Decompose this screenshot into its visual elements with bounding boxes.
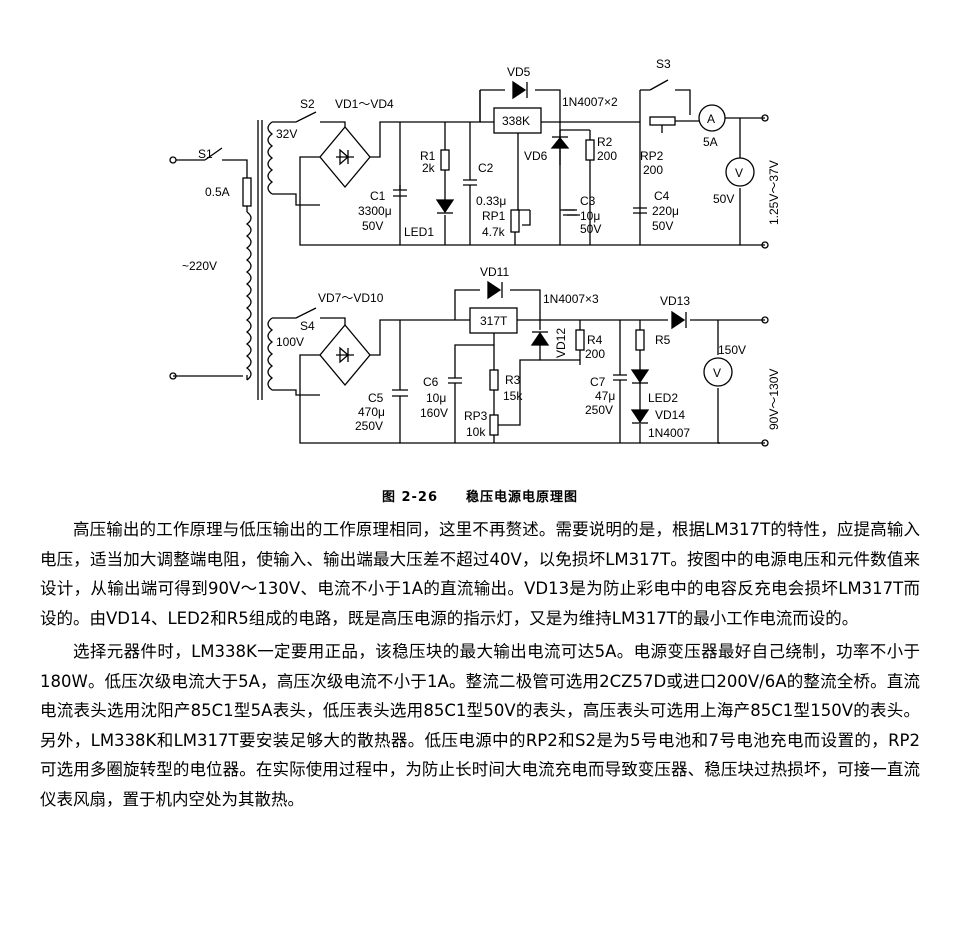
- label-R3v: 15k: [503, 389, 523, 403]
- figure-title: 稳压电源电原理图: [466, 490, 579, 505]
- label-C1v: 3300μ: [358, 204, 392, 218]
- label-R4: R4: [587, 333, 603, 347]
- label-reg2: 317T: [480, 314, 508, 328]
- label-C1: C1: [370, 189, 386, 203]
- circuit-diagram: S1 0.5A ~220V S2 VD1～VD4 32V C1 3300μ 50…: [169, 57, 781, 447]
- label-RP2v: 200: [643, 163, 663, 177]
- label-volt1: V: [735, 166, 743, 180]
- figure-caption: 图 2-26 稳压电源电原理图: [0, 486, 960, 505]
- label-S1: S1: [198, 147, 213, 161]
- label-C6v: 10μ: [426, 391, 446, 405]
- label-C3: C3: [580, 194, 596, 208]
- label-VD14: VD14: [655, 408, 685, 422]
- label-diodeNote2: 1N4007×3: [543, 292, 599, 306]
- label-RP3: RP3: [464, 409, 488, 423]
- figure-number: 图 2-26: [381, 490, 439, 505]
- label-LED2: LED2: [648, 391, 678, 405]
- bridge-rectifier-2: [319, 323, 371, 387]
- component-labels: S1 0.5A ~220V S2 VD1～VD4 32V C1 3300μ 50…: [182, 57, 781, 440]
- label-reg1: 338K: [502, 114, 530, 128]
- label-C7u: 250V: [585, 403, 613, 417]
- paragraph: 高压输出的工作原理与低压输出的工作原理相同，这里不再赘述。需要说明的是，根据LM…: [40, 520, 920, 628]
- label-VD5: VD5: [507, 65, 531, 79]
- label-C4u: 50V: [652, 219, 673, 233]
- voltmeter-1: [725, 157, 755, 187]
- label-S3: S3: [656, 57, 671, 71]
- label-RP3v: 10k: [466, 425, 486, 439]
- label-bridge1: VD1～VD4: [335, 97, 394, 111]
- label-S2: S2: [300, 97, 315, 111]
- label-ammeter: A: [707, 112, 715, 126]
- label-out1: 1.25V～37V: [767, 160, 781, 225]
- label-LED1: LED1: [404, 225, 434, 239]
- label-R5: R5: [655, 333, 671, 347]
- label-C1u: 50V: [362, 219, 383, 233]
- label-C7v: 47μ: [595, 389, 615, 403]
- label-C5v: 470μ: [358, 405, 385, 419]
- label-C2: C2: [478, 161, 494, 175]
- bridge-rectifier-1: [319, 125, 371, 189]
- voltmeter-2: [703, 357, 733, 387]
- label-ammeterRange: 5A: [703, 135, 718, 149]
- label-VD13: VD13: [660, 294, 690, 308]
- label-sec2: 100V: [276, 335, 304, 349]
- label-VD11: VD11: [480, 265, 509, 279]
- label-VD14t: 1N4007: [648, 426, 690, 440]
- label-C5u: 250V: [355, 419, 383, 433]
- label-C3v: 10μ: [580, 209, 600, 223]
- label-diodeNote1: 1N4007×2: [562, 95, 618, 109]
- label-fuse: 0.5A: [205, 185, 230, 199]
- label-R4v: 200: [585, 347, 605, 361]
- wiring: [169, 79, 769, 447]
- label-RP1: RP1: [482, 209, 506, 223]
- label-R2: R2: [597, 135, 613, 149]
- label-R1: R1: [420, 149, 436, 163]
- label-volt2: V: [713, 366, 721, 380]
- label-VD12: VD12: [554, 328, 568, 358]
- transformer-core: [257, 120, 263, 400]
- label-C3u: 50V: [580, 222, 601, 236]
- label-mains: ~220V: [182, 259, 217, 273]
- label-volt2Range: 150V: [718, 343, 746, 357]
- label-R2v: 200: [597, 149, 617, 163]
- label-R1v: 2k: [422, 161, 436, 175]
- label-out2: 90V～130V: [767, 369, 781, 430]
- label-RP1v: 4.7k: [482, 225, 506, 239]
- label-C5: C5: [368, 391, 384, 405]
- label-C7: C7: [590, 375, 606, 389]
- label-C4v: 220μ: [652, 204, 679, 218]
- body-text: 高压输出的工作原理与低压输出的工作原理相同，这里不再赘述。需要说明的是，根据LM…: [40, 515, 920, 818]
- label-volt1Range: 50V: [713, 192, 734, 206]
- label-C2v: 0.33μ: [476, 194, 506, 208]
- label-bridge2: VD7～VD10: [318, 291, 384, 305]
- label-R3: R3: [505, 373, 521, 387]
- fuse: [242, 177, 252, 207]
- label-S4: S4: [300, 319, 315, 333]
- label-C6u: 160V: [420, 406, 448, 420]
- label-VD6: VD6: [524, 149, 548, 163]
- paragraph: 选择元器件时，LM338K一定要用正品，该稳压块的最大输出电流可达5A。电源变压…: [40, 642, 920, 809]
- label-RP2: RP2: [640, 149, 664, 163]
- label-C6: C6: [423, 375, 439, 389]
- label-sec1: 32V: [276, 127, 297, 141]
- label-C4: C4: [654, 189, 670, 203]
